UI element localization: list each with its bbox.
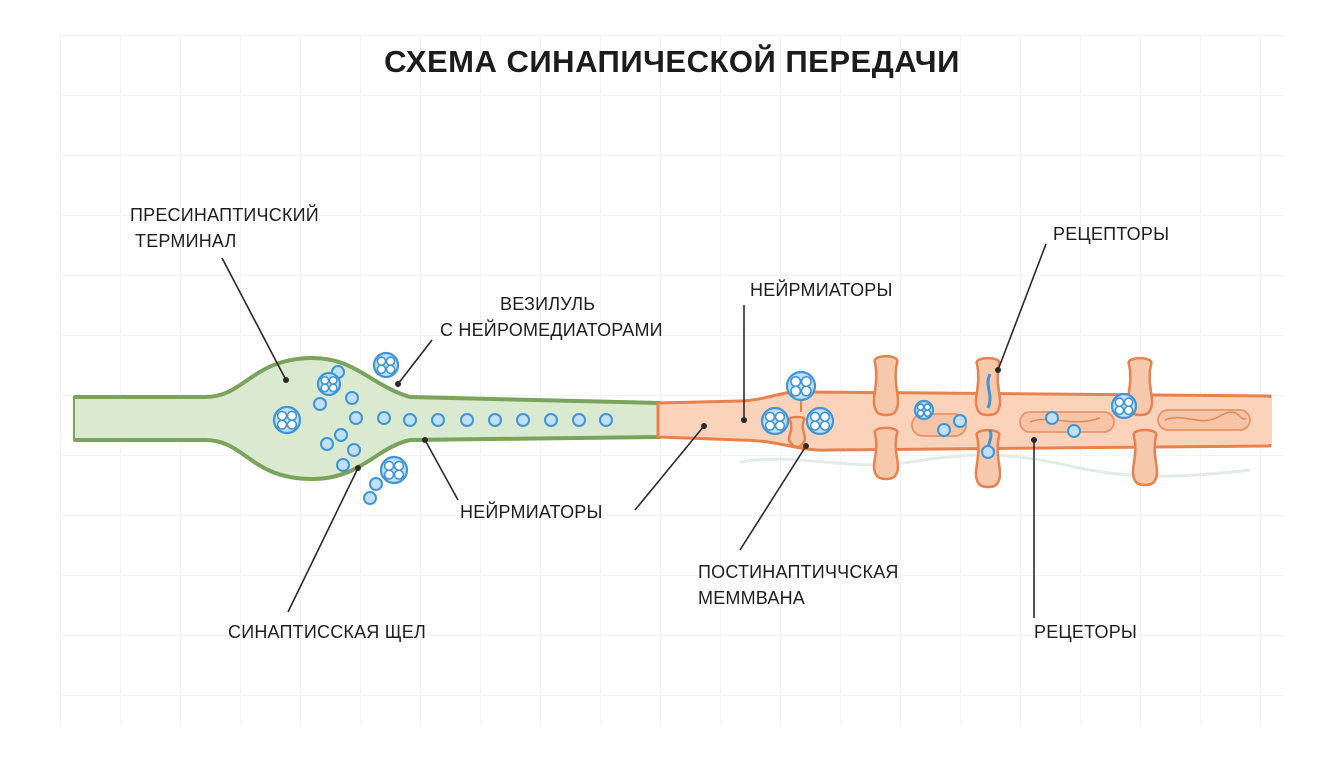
label-vesicle-2: С НЕЙРОМЕДИАТОРАМИ (440, 320, 663, 340)
receptor-channels (800, 373, 1251, 457)
neurotransmitter (345, 391, 359, 405)
neurotransmitter (937, 423, 951, 437)
neurotransmitter (431, 413, 445, 427)
leader-presynaptic (221, 257, 287, 381)
label-neurotransmitters-bottom: НЕЙРМИАТОРЫ (460, 502, 603, 522)
neurotransmitter (488, 413, 502, 427)
vesicle-cluster (785, 370, 817, 402)
channel-mark (986, 373, 992, 409)
neurotransmitter (953, 414, 967, 428)
neurotransmitter (544, 413, 558, 427)
neurotransmitter (1067, 424, 1081, 438)
neurotransmitter (363, 491, 377, 505)
label-presynaptic-2: ТЕРМИНАЛ (135, 231, 237, 251)
presynaptic-terminal (73, 355, 662, 482)
vesicle-cluster (1110, 392, 1138, 420)
leader-neuro-bottom (424, 439, 459, 501)
leader-postsyn (739, 445, 807, 551)
leader-cleft (287, 467, 359, 613)
organelle-mark (1164, 411, 1247, 422)
leader-receptors-top (997, 243, 1047, 371)
vesicle-cluster (913, 399, 935, 421)
leader-lines (221, 243, 1047, 618)
receptor (872, 354, 900, 417)
label-postsynaptic-2: МЕММВАНА (698, 588, 806, 608)
receptor (872, 426, 900, 481)
leader-dots (283, 367, 1037, 471)
neurotransmitter (981, 445, 995, 459)
neurotransmitter (460, 413, 474, 427)
leader-neuro-mid (634, 425, 705, 511)
neurotransmitter (334, 428, 348, 442)
neurotransmitter (320, 437, 334, 451)
vesicle-cluster (272, 405, 302, 435)
diagram-title: СХЕМА СИНАПИЧЕСКОЙ ПЕРЕДАЧИ (384, 44, 960, 79)
vesicle-cluster (379, 455, 409, 485)
label-presynaptic-1: ПРЕСИНАПТИЧСКИЙ (130, 205, 319, 225)
neurotransmitter (572, 413, 586, 427)
label-vesicle-1: ВЕЗИЛУЛЬ (500, 294, 596, 314)
receptor (1131, 428, 1159, 487)
vesicle-cluster (316, 371, 342, 397)
vesicle-cluster (805, 406, 835, 436)
neurotransmitter (347, 443, 361, 457)
label-neurotransmitters-top: НЕЙРМИАТОРЫ (750, 280, 893, 300)
label-receptors-bottom: РЕЦЕТОРЫ (1034, 622, 1138, 642)
neurotransmitter (313, 397, 327, 411)
leader-vesicle (397, 339, 433, 385)
label-synaptic-cleft: СИНАПТИССКАЯ ЩЕЛ (228, 622, 426, 642)
label-postsynaptic-1: ПОСТИНАПТИЧЧСКАЯ (698, 562, 899, 582)
neurotransmitter (403, 413, 417, 427)
vesicle-group (272, 351, 1138, 505)
neurotransmitter (599, 413, 613, 427)
neurotransmitter (369, 477, 383, 491)
neurotransmitter (516, 413, 530, 427)
receptor (787, 415, 807, 449)
neurotransmitter (1045, 411, 1059, 425)
neurotransmitter (336, 458, 350, 472)
organelle-mark (1029, 417, 1101, 423)
vesicle-cluster (372, 351, 400, 379)
label-receptors-top: РЕЦЕПТОРЫ (1053, 224, 1170, 244)
neurotransmitter (377, 411, 391, 425)
neurotransmitter (349, 411, 363, 425)
vesicle-cluster (760, 406, 790, 436)
